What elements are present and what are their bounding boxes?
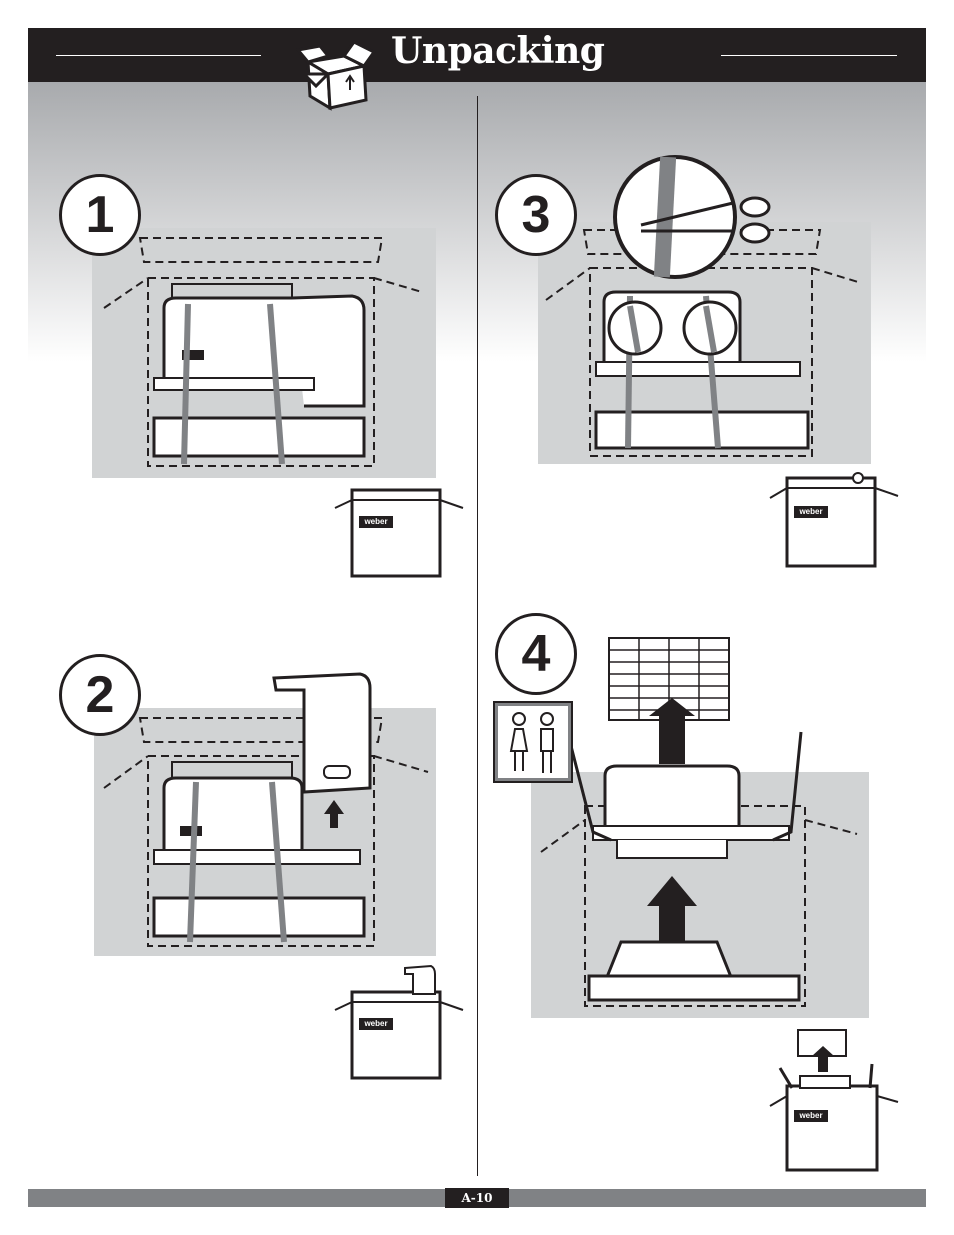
carton-brand-label: weber [794, 1110, 828, 1122]
step-2-carton-thumbnail [335, 964, 465, 1082]
two-person-lift-icon [493, 701, 573, 783]
page-number: A-10 [445, 1188, 509, 1208]
step-3-number: 3 [495, 174, 577, 256]
carton-brand-label: weber [794, 506, 828, 518]
header-rule-right [721, 55, 897, 56]
step-1-number: 1 [59, 174, 141, 256]
step-1-carton-thumbnail [335, 484, 465, 580]
carton-brand-label: weber [359, 516, 393, 528]
page-header: Unpacking [28, 28, 926, 82]
open-box-icon [296, 40, 376, 112]
step-2-grill-illustration [94, 708, 436, 956]
step-4-carton-thumbnail [770, 1028, 900, 1174]
header-rule-left [56, 55, 261, 56]
page-footer: A-10 [28, 1189, 926, 1207]
step-4-number: 4 [495, 613, 577, 695]
page-title: Unpacking [391, 30, 604, 72]
column-divider [477, 96, 478, 1176]
step-3-carton-thumbnail [770, 470, 900, 570]
step-2-number: 2 [59, 654, 141, 736]
carton-brand-label: weber [359, 1018, 393, 1030]
step-4-lifting-illustration [531, 636, 869, 1018]
step-1-grill-illustration [92, 228, 436, 478]
scissors-detail-circle [613, 155, 773, 285]
